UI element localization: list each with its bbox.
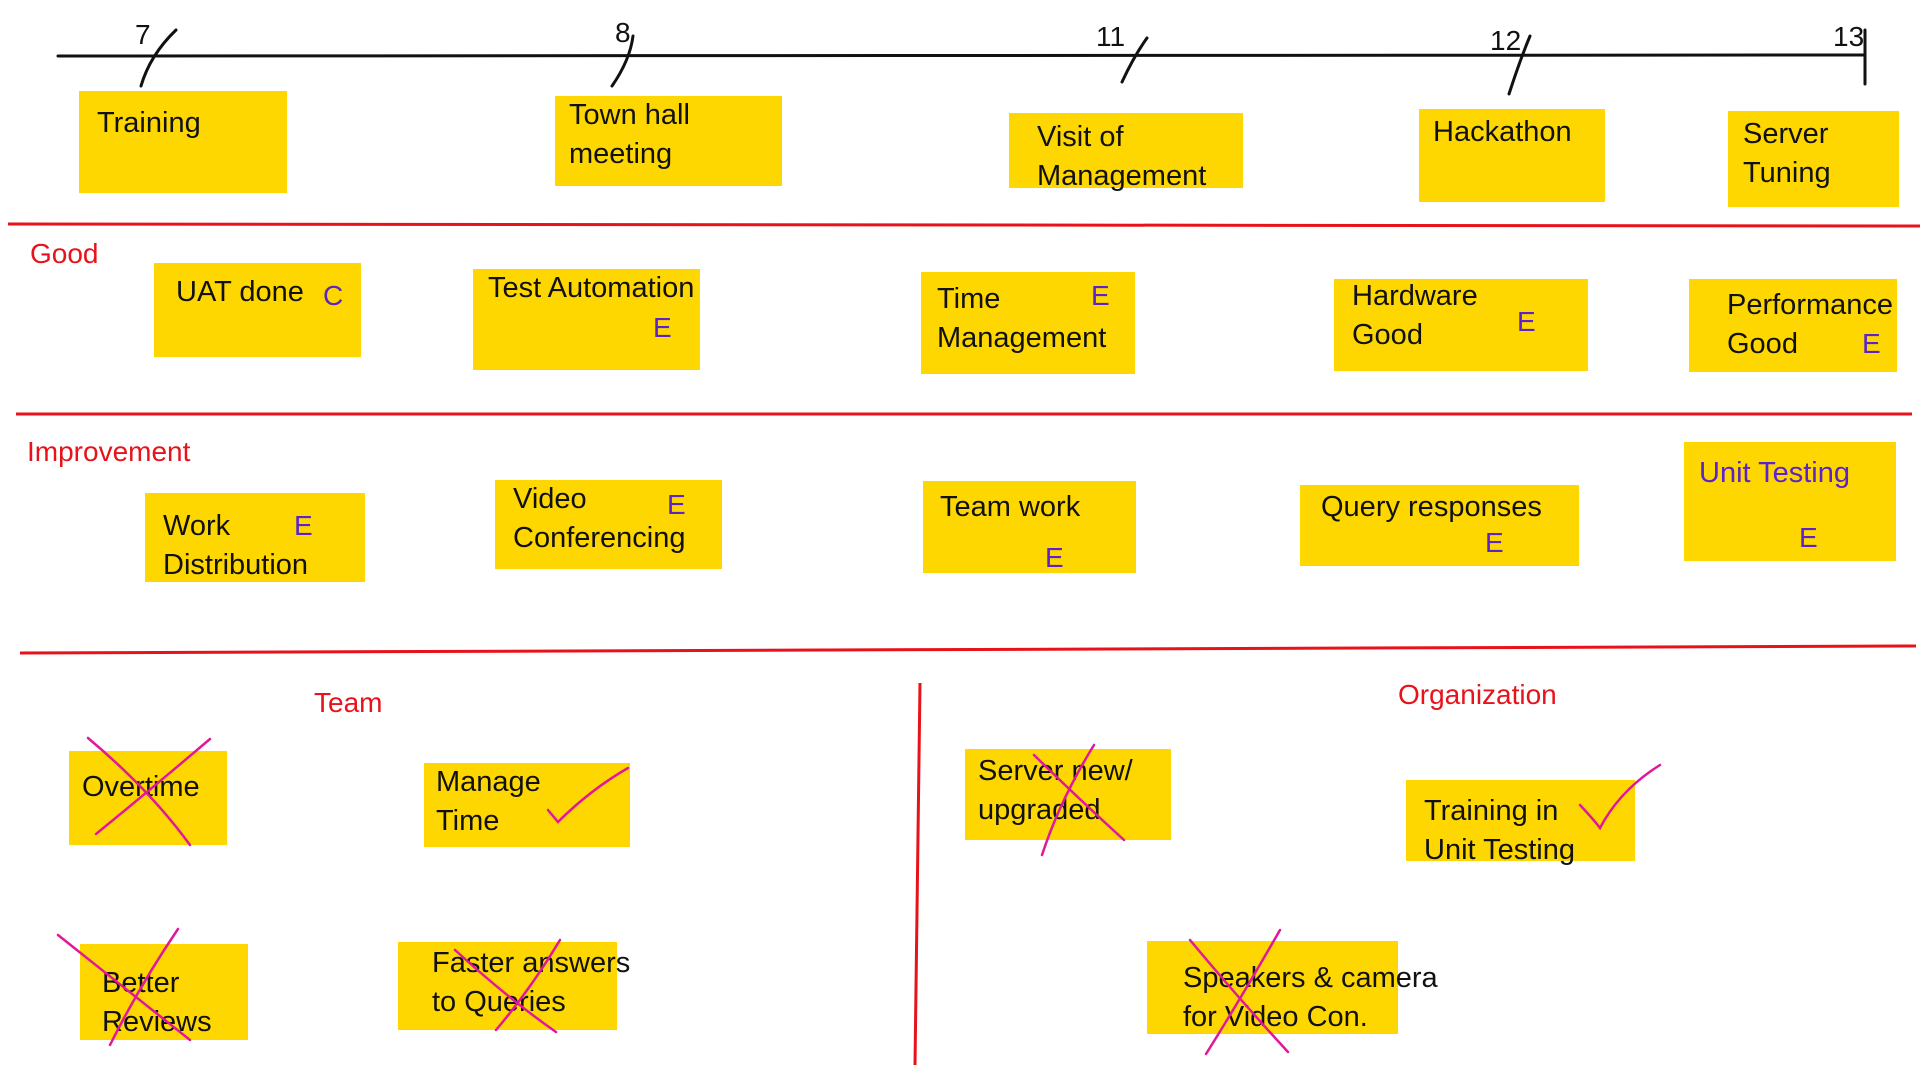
note-line-2: Unit Testing <box>1424 834 1575 866</box>
tick-label-11: 11 <box>1096 21 1126 52</box>
timeline-line <box>56 53 1866 58</box>
marker-letter: C <box>323 280 344 311</box>
divider-actions <box>19 644 1917 655</box>
marker-letter: E <box>1799 522 1818 553</box>
org-action-server-upgraded[interactable]: Server new/ upgraded <box>965 749 1171 840</box>
note-line-2: Good <box>1727 328 1798 360</box>
org-action-training-unit-testing[interactable]: Training in Unit Testing <box>1406 780 1635 866</box>
note-line-1: Video <box>513 483 587 515</box>
note-line-1: Hardware <box>1352 280 1478 312</box>
team-action-faster-answers[interactable]: Faster answers to Queries <box>398 942 630 1030</box>
good-note-hardware-good[interactable]: Hardware Good E <box>1334 279 1588 371</box>
good-note-uat-done[interactable]: UAT done C <box>154 263 361 357</box>
note-line-1: Overtime <box>82 771 200 803</box>
timeline-tick-11 <box>1120 36 1149 84</box>
tick-label-7: 7 <box>135 19 151 50</box>
note-line-1: Hackathon <box>1433 116 1572 148</box>
note-line-1: Time <box>937 283 1001 315</box>
improvement-note-unit-testing[interactable]: Unit Testing E <box>1684 442 1896 561</box>
note-line-1: Query responses <box>1321 491 1542 523</box>
note-line-1: Team work <box>940 491 1081 523</box>
team-action-overtime[interactable]: Overtime <box>69 751 227 845</box>
note-line-2: for Video Con. <box>1183 1001 1368 1033</box>
tick-label-13: 13 <box>1833 21 1865 52</box>
event-note-training[interactable]: Training <box>79 91 287 193</box>
note-line-1: Performance <box>1727 289 1894 321</box>
marker-letter: E <box>1045 542 1064 573</box>
marker-letter: E <box>653 312 672 343</box>
marker-letter: E <box>1517 306 1536 337</box>
note-line-1: Server <box>1743 118 1829 150</box>
note-line-2: to Queries <box>432 986 566 1018</box>
tick-label-8: 8 <box>615 17 631 48</box>
note-line-2: Reviews <box>102 1006 212 1038</box>
note-line-1: Training in <box>1424 795 1559 827</box>
note-line-2: Distribution <box>163 549 309 581</box>
marker-letter: E <box>667 489 686 520</box>
team-action-manage-time[interactable]: Manage Time <box>424 763 630 847</box>
divider-vertical <box>913 682 922 1066</box>
note-line-2: upgraded <box>978 794 1101 826</box>
note-line-2: Time <box>436 805 500 837</box>
note-line-1: Training <box>97 107 201 139</box>
note-line-2: Conferencing <box>513 522 686 554</box>
team-action-better-reviews[interactable]: Better Reviews <box>80 944 248 1040</box>
note-line-2: Good <box>1352 319 1423 351</box>
event-note-hackathon[interactable]: Hackathon <box>1419 109 1605 202</box>
note-line-1: UAT done <box>176 276 304 308</box>
event-note-server-tuning[interactable]: Server Tuning <box>1728 111 1899 207</box>
improvement-note-work-distribution[interactable]: Work Distribution E <box>145 493 365 582</box>
timeline-axis <box>56 28 1867 96</box>
note-line-1: Faster answers <box>432 947 631 979</box>
section-label-improvement: Improvement <box>27 436 191 467</box>
org-action-speakers-camera[interactable]: Speakers & camera for Video Con. <box>1147 941 1438 1034</box>
note-line-1: Server new/ <box>978 755 1133 787</box>
note-line-1: Test Automation <box>488 272 695 304</box>
note-line-1: Work <box>163 510 231 542</box>
improvement-note-video-conferencing[interactable]: Video Conferencing E <box>495 480 722 569</box>
good-note-performance-good[interactable]: Performance Good E <box>1689 279 1897 372</box>
note-line-1: Unit Testing <box>1699 457 1850 489</box>
note-line-1: Visit of <box>1037 121 1124 153</box>
marker-letter: E <box>1862 328 1881 359</box>
event-note-town-hall[interactable]: Town hall meeting <box>555 96 782 186</box>
note-line-1: Speakers & camera <box>1183 962 1438 994</box>
improvement-note-team-work[interactable]: Team work E <box>923 481 1136 573</box>
note-line-2: Management <box>937 322 1107 354</box>
good-note-time-management[interactable]: Time Management E <box>921 272 1135 374</box>
note-line-1: Town hall <box>569 99 690 131</box>
note-line-2: Tuning <box>1743 157 1831 189</box>
section-label-good: Good <box>30 238 99 269</box>
section-label-organization: Organization <box>1398 679 1557 710</box>
section-label-team: Team <box>314 687 383 718</box>
good-note-test-automation[interactable]: Test Automation E <box>473 269 700 370</box>
note-line-2: meeting <box>569 138 673 170</box>
event-note-visit-management[interactable]: Visit of Management <box>1009 113 1243 192</box>
marker-letter: E <box>1091 280 1110 311</box>
note-line-2: Management <box>1037 160 1207 192</box>
note-line-1: Better <box>102 967 180 999</box>
improvement-note-query-responses[interactable]: Query responses E <box>1300 485 1579 566</box>
tick-label-12: 12 <box>1490 25 1522 56</box>
note-line-1: Manage <box>436 766 541 798</box>
marker-letter: E <box>294 510 313 541</box>
marker-letter: E <box>1485 527 1504 558</box>
divider-good <box>7 222 1920 228</box>
